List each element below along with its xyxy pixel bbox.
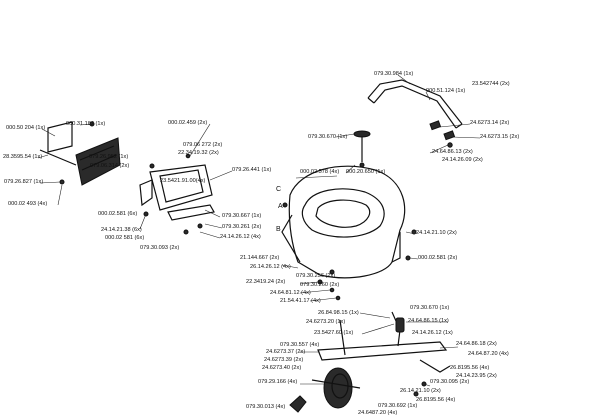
part-label: 21.54.41.17 (4x) bbox=[280, 298, 321, 304]
part-label: 24.14.23.95 (2x) bbox=[456, 373, 497, 379]
part-label: 26.84.98.15 (1x) bbox=[318, 310, 359, 316]
rear-flap-assembly bbox=[39, 121, 121, 186]
part-label: 24.64.81.12 (4x) bbox=[270, 290, 311, 296]
part-label: 24.64.87.20 (4x) bbox=[468, 351, 509, 357]
part-label: 079.26.827 (1x) bbox=[4, 179, 44, 185]
part-label: 22.3419.24 (2x) bbox=[246, 279, 286, 285]
handle-bar bbox=[367, 79, 463, 148]
part-label: 26.14.26.12 (4x) bbox=[250, 264, 291, 270]
part-label: 24.64.86.13 (2x) bbox=[432, 149, 473, 155]
mower-deck bbox=[281, 165, 406, 279]
part-label: 24.14.21.38 (6x) bbox=[101, 227, 142, 233]
part-label: 21.144.667 (2x) bbox=[240, 255, 280, 261]
part-label: 079.29.166 (4x) bbox=[258, 379, 298, 385]
part-label: 24.6487.20 (4x) bbox=[358, 410, 398, 416]
part-label: 24.6273.37 (2x) bbox=[266, 349, 306, 355]
part-label: 24.14.26.12 (4x) bbox=[220, 234, 261, 240]
part-label: 079.30.670 (1x) bbox=[308, 134, 348, 140]
part-label: 26.14.21.10 (2x) bbox=[400, 388, 441, 394]
part-label: 079.30.667 (1x) bbox=[222, 213, 262, 219]
part-label: 000.51.124 (1x) bbox=[426, 88, 466, 94]
blade-knob bbox=[353, 130, 371, 168]
part-label: 23.5421.91.00(4x) bbox=[160, 178, 206, 184]
part-label: 24.6273.14 (2x) bbox=[470, 120, 510, 126]
part-label: 26.8195.56 (4x) bbox=[450, 365, 490, 371]
part-label: 000.02.459 (2x) bbox=[168, 120, 208, 126]
deck-marker-b: B bbox=[276, 226, 281, 233]
part-label: 079.30.557 (4x) bbox=[280, 342, 320, 348]
part-label: 079.26.952 (1x) bbox=[89, 154, 129, 160]
part-label: 24.14.26.12 (1x) bbox=[412, 330, 453, 336]
small-fasteners bbox=[317, 229, 417, 301]
part-label: 079.30.261 (2x) bbox=[222, 224, 262, 230]
part-label: 24.64.86.15 (1x) bbox=[408, 318, 449, 324]
part-label: 24.64.86.18 (2x) bbox=[456, 341, 497, 347]
part-label: 079.30.984 (1x) bbox=[374, 71, 414, 77]
part-label: 000.20.650 (1x) bbox=[346, 169, 386, 175]
part-label: 079.06 272 (2x) bbox=[183, 142, 223, 148]
part-label: 000.02.578 (4x) bbox=[300, 169, 340, 175]
part-label: 079.30.095 (2x) bbox=[430, 379, 470, 385]
part-label: 079.30.256 (2x) bbox=[296, 273, 336, 279]
deck-marker-c: C bbox=[276, 186, 282, 193]
part-label: 000.02.581 (6x) bbox=[98, 211, 138, 217]
part-label: 26.8195.56 (4x) bbox=[416, 397, 456, 403]
part-label: 000.31.182 (1x) bbox=[66, 121, 106, 127]
wheel-axle-assembly bbox=[289, 311, 451, 413]
bracket-assembly bbox=[139, 153, 215, 235]
part-label: 000.50 204 (1x) bbox=[6, 125, 46, 131]
part-label: 24.14.26.09 (2x) bbox=[442, 157, 483, 163]
part-label: 24.6273.20 (1x) bbox=[306, 319, 346, 325]
part-label: 24.6273.15 (2x) bbox=[480, 134, 520, 140]
leader-lines bbox=[37, 74, 481, 387]
part-label: 079.30.013 (4x) bbox=[246, 404, 286, 410]
part-label: 24.6273.39 (2x) bbox=[264, 357, 304, 363]
part-label: 23.5427.60 (1x) bbox=[314, 330, 354, 336]
part-label: 079.30.093 (2x) bbox=[140, 245, 180, 251]
part-label: 000.02.581 (2x) bbox=[418, 255, 458, 261]
part-label: 079.26.441 (1x) bbox=[232, 167, 272, 173]
part-label: 22.34.19.32 (2x) bbox=[178, 150, 219, 156]
part-label: 24.6273.40 (2x) bbox=[262, 365, 302, 371]
part-label: 079.30.692 (1x) bbox=[378, 403, 418, 409]
part-label: 23.542744 (2x) bbox=[472, 81, 510, 87]
part-label: 079.06.314 (2x) bbox=[90, 163, 130, 169]
part-label: 079.30.260 (2x) bbox=[300, 282, 340, 288]
deck-marker-a: A bbox=[278, 203, 283, 210]
part-label: 24.14.21.10 (2x) bbox=[416, 230, 457, 236]
part-label: 079.30.670 (1x) bbox=[410, 305, 450, 311]
part-label: 28.3595.54 (1x) bbox=[3, 154, 43, 160]
part-label: 000.02 581 (6x) bbox=[105, 235, 145, 241]
part-label: 000.02 493 (4x) bbox=[8, 201, 48, 207]
